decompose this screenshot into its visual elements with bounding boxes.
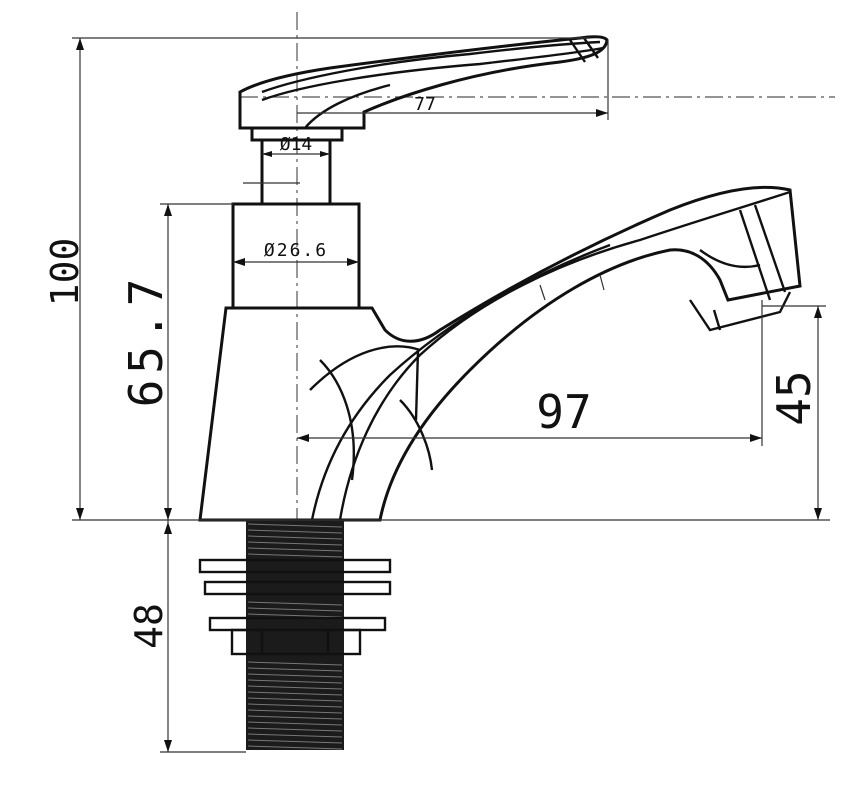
dim-thread-length: 48 [127,603,171,649]
dim-spout-outlet-height: 45 [767,370,821,425]
dim-spindle-diameter: Ø14 [280,134,313,155]
dim-overall-height: 100 [43,238,87,307]
threaded-shank [198,520,392,750]
faucet-body [198,185,802,522]
center-lines [240,12,835,525]
dimension-lines [72,37,830,753]
dim-handle-length: 77 [414,94,436,115]
lever-handle [238,35,609,142]
dim-body-diameter: Ø26.6 [264,240,328,261]
dim-body-height: 65.7 [119,273,173,408]
dim-spout-reach: 97 [536,385,591,439]
